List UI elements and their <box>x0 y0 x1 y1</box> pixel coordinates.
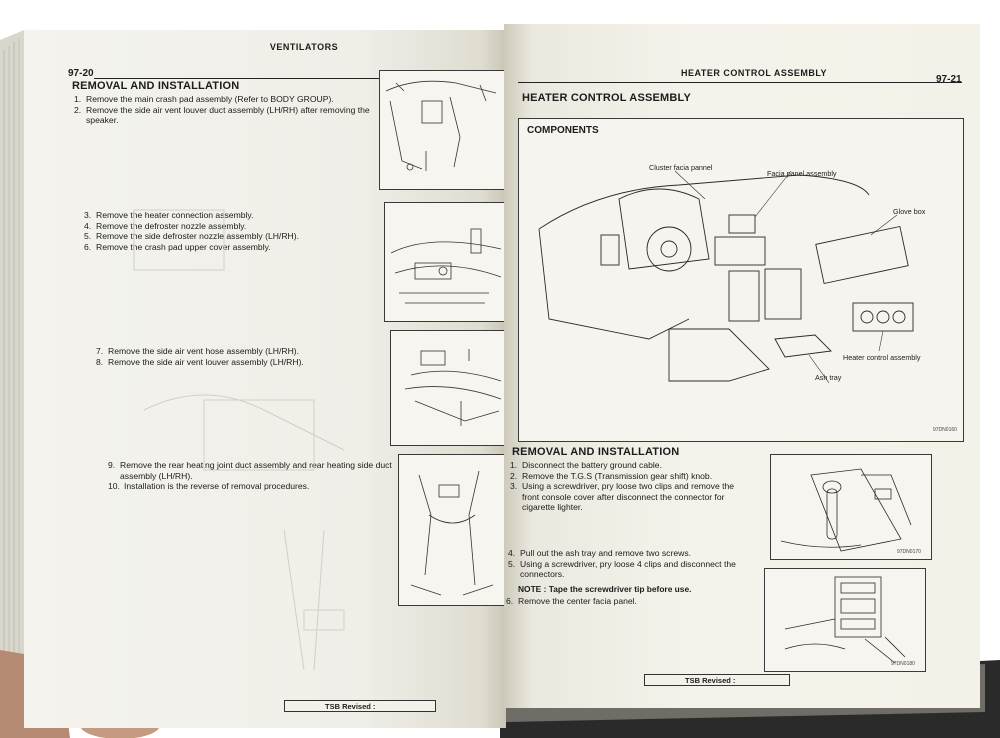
left-section-title: REMOVAL AND INSTALLATION <box>72 80 240 92</box>
right-page-title: HEATER CONTROL ASSEMBLY <box>522 92 692 104</box>
callout-ash-tray: Ash tray <box>815 373 842 382</box>
figure-crash-pad <box>379 70 506 190</box>
components-fig-code: 97DN0160 <box>933 427 957 433</box>
left-steps-group-1: 1.Remove the main crash pad assembly (Re… <box>74 94 374 126</box>
figure-console-cover: 97DN0170 <box>770 454 932 560</box>
figure-center-facia: 97DN0180 <box>764 568 926 672</box>
note-tape-screwdriver: NOTE : Tape the screwdriver tip before u… <box>518 584 692 594</box>
callout-heater-control-assembly: Heater control assembly <box>843 353 921 362</box>
figure-rear-duct <box>398 454 506 606</box>
right-steps-group-3: 6.Remove the center facia panel. <box>506 596 748 607</box>
right-header-rule <box>518 82 962 83</box>
figure-side-vent <box>390 330 506 446</box>
left-steps-group-4: 9.Remove the rear heating joint duct ass… <box>108 460 398 492</box>
list-item: 4.Remove the defroster nozzle assembly. <box>84 220 247 231</box>
left-header-title: VENTILATORS <box>269 42 339 52</box>
list-item: 7.Remove the side air vent hose assembly… <box>96 346 300 356</box>
figure-side-vent-drawing <box>404 349 502 426</box>
figure-center-facia-drawing <box>784 576 906 664</box>
left-steps-group-2: 3.Remove the heater connection assembly.… <box>84 210 384 252</box>
components-title: COMPONENTS <box>527 125 599 136</box>
right-steps-group-1: 1.Disconnect the battery ground cable. 2… <box>510 460 752 513</box>
left-page: VENTILATORS 97-20 REMOVAL AND INSTALLATI… <box>24 30 506 728</box>
list-item: 9.Remove the rear heating joint duct ass… <box>108 460 392 481</box>
list-item: 5.Remove the side defroster nozzle assem… <box>84 231 299 242</box>
right-removal-title: REMOVAL AND INSTALLATION <box>512 446 680 458</box>
figure-console-cover-drawing <box>780 468 912 552</box>
figure-defroster <box>384 202 506 322</box>
list-item: 6.Remove the center facia panel. <box>506 596 637 606</box>
figure-defroster-drawing <box>390 228 502 304</box>
figure-rear-duct-drawing <box>410 470 494 596</box>
fig-code-3: 97DN0180 <box>891 661 915 667</box>
components-drawing <box>538 170 914 384</box>
left-page-number: 97-20 <box>68 68 94 79</box>
list-item: 6.Remove the crash pad upper cover assem… <box>84 241 271 252</box>
list-item: 1.Remove the main crash pad assembly (Re… <box>74 94 334 104</box>
left-steps-group-3: 7.Remove the side air vent hose assembly… <box>96 346 396 367</box>
components-figure: COMPONENTS <box>518 118 964 442</box>
callout-cluster-facia-panel: Cluster facia pannel <box>649 163 713 172</box>
right-steps-group-2: 4.Pull out the ash tray and remove two s… <box>508 548 750 580</box>
right-tsb-box: TSB Revised : <box>644 674 790 686</box>
list-item: 8.Remove the side air vent louver assemb… <box>96 356 304 367</box>
figure-crash-pad-drawing <box>385 80 497 171</box>
right-header-title: HEATER CONTROL ASSEMBLY <box>680 68 827 78</box>
list-item: 1.Disconnect the battery ground cable. <box>510 460 662 470</box>
right-page-number: 97-21 <box>936 74 962 85</box>
callout-facia-panel-assembly: Facia panel assembly <box>767 169 837 178</box>
callout-glove-box: Glove box <box>893 207 926 216</box>
list-item: 10.Installation is the reverse of remova… <box>108 481 310 492</box>
fig-code-2: 97DN0170 <box>897 549 921 555</box>
left-tsb-box: TSB Revised : <box>284 700 436 712</box>
left-header-rule <box>94 78 494 79</box>
list-item: 2.Remove the side air vent louver duct a… <box>74 104 370 126</box>
list-item: 4.Pull out the ash tray and remove two s… <box>508 548 691 558</box>
right-page: HEATER CONTROL ASSEMBLY 97-21 HEATER CON… <box>504 24 980 708</box>
bleed-through-drawing <box>133 209 345 670</box>
list-item: 3.Remove the heater connection assembly. <box>84 210 254 220</box>
list-item: 5.Using a screwdriver, pry loose 4 clips… <box>508 558 736 580</box>
list-item: 3.Using a screwdriver, pry loose two cli… <box>510 481 735 513</box>
list-item: 2.Remove the T.G.S (Transmission gear sh… <box>510 470 713 481</box>
